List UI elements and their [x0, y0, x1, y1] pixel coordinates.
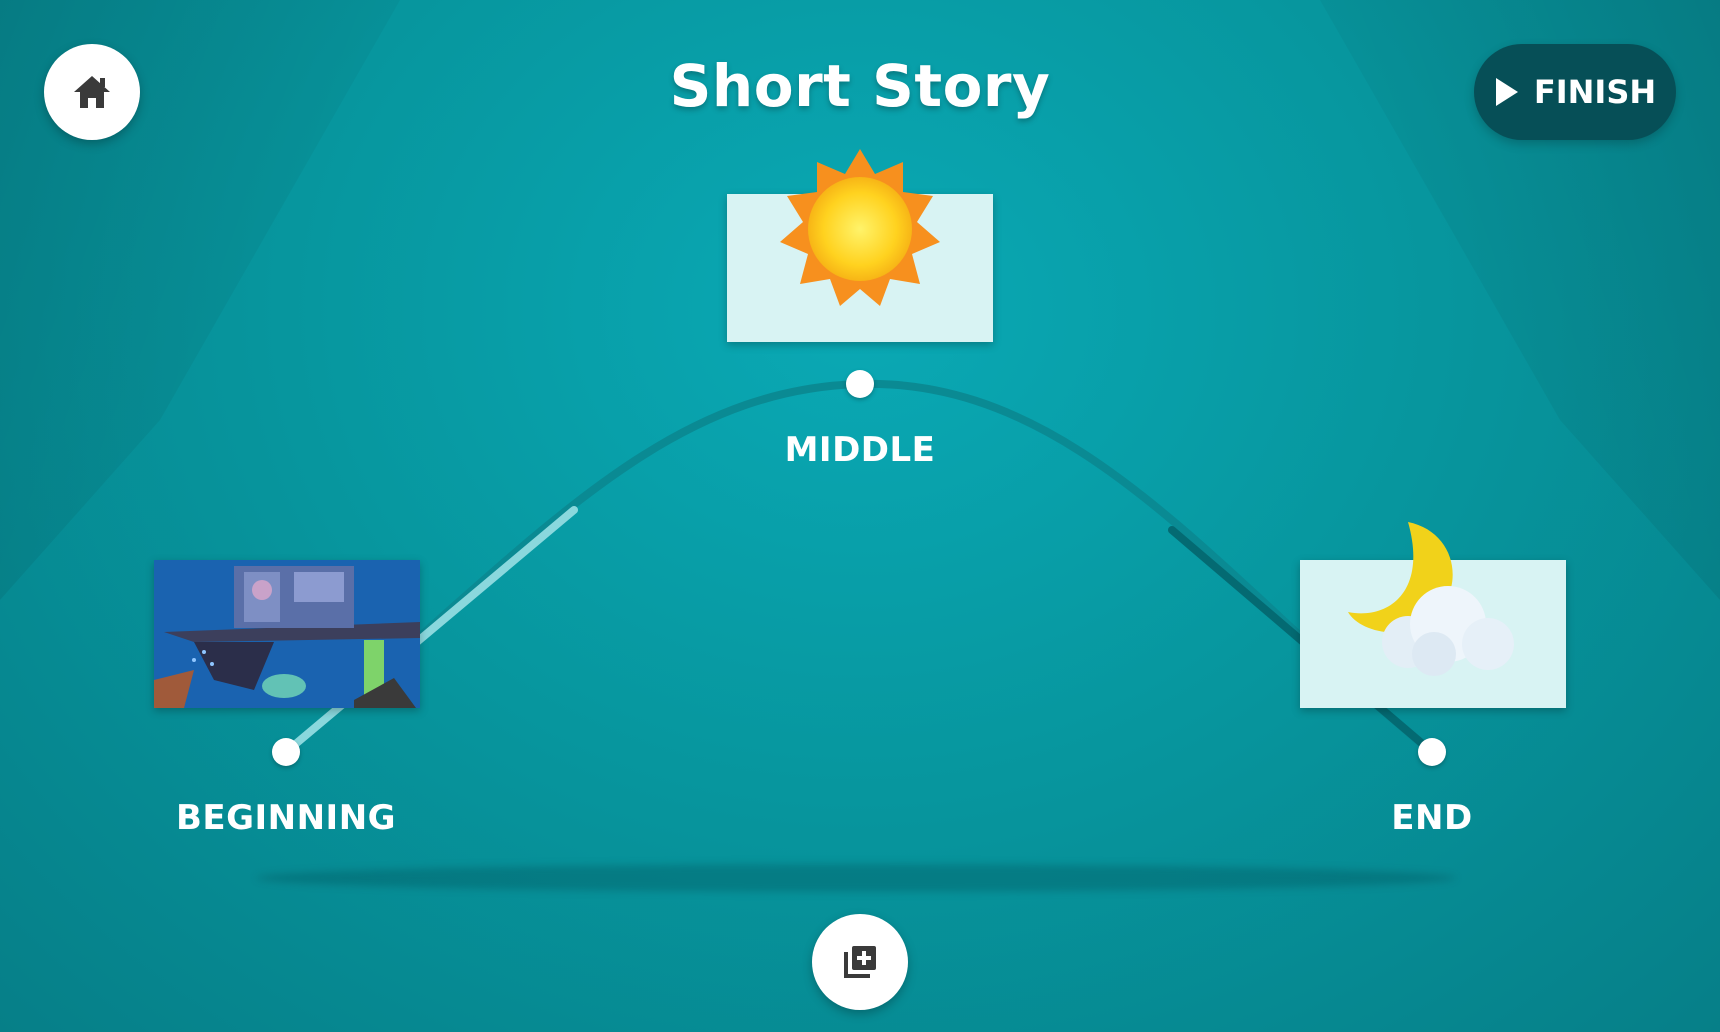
play-icon [1495, 78, 1518, 106]
moon-cloud-icon [1348, 522, 1514, 676]
beginning-node[interactable] [272, 738, 300, 766]
beginning-card[interactable] [154, 560, 420, 708]
middle-node[interactable] [846, 370, 874, 398]
end-node[interactable] [1418, 738, 1446, 766]
underwater-scene [154, 560, 420, 708]
add-page-button[interactable] [812, 914, 908, 1010]
home-icon [74, 76, 110, 108]
add-page-icon [844, 946, 876, 978]
end-card[interactable] [1300, 522, 1566, 708]
middle-label: MIDDLE [784, 430, 936, 470]
finish-label: FINISH [1533, 73, 1657, 111]
home-button[interactable] [44, 44, 140, 140]
middle-card[interactable] [727, 149, 993, 342]
finish-button[interactable]: FINISH [1474, 44, 1676, 140]
page-title: Short Story [669, 52, 1051, 120]
ground-shadow [256, 864, 1456, 892]
sun-icon [780, 149, 940, 306]
beginning-label: BEGINNING [175, 798, 397, 838]
end-label: END [1391, 798, 1473, 838]
